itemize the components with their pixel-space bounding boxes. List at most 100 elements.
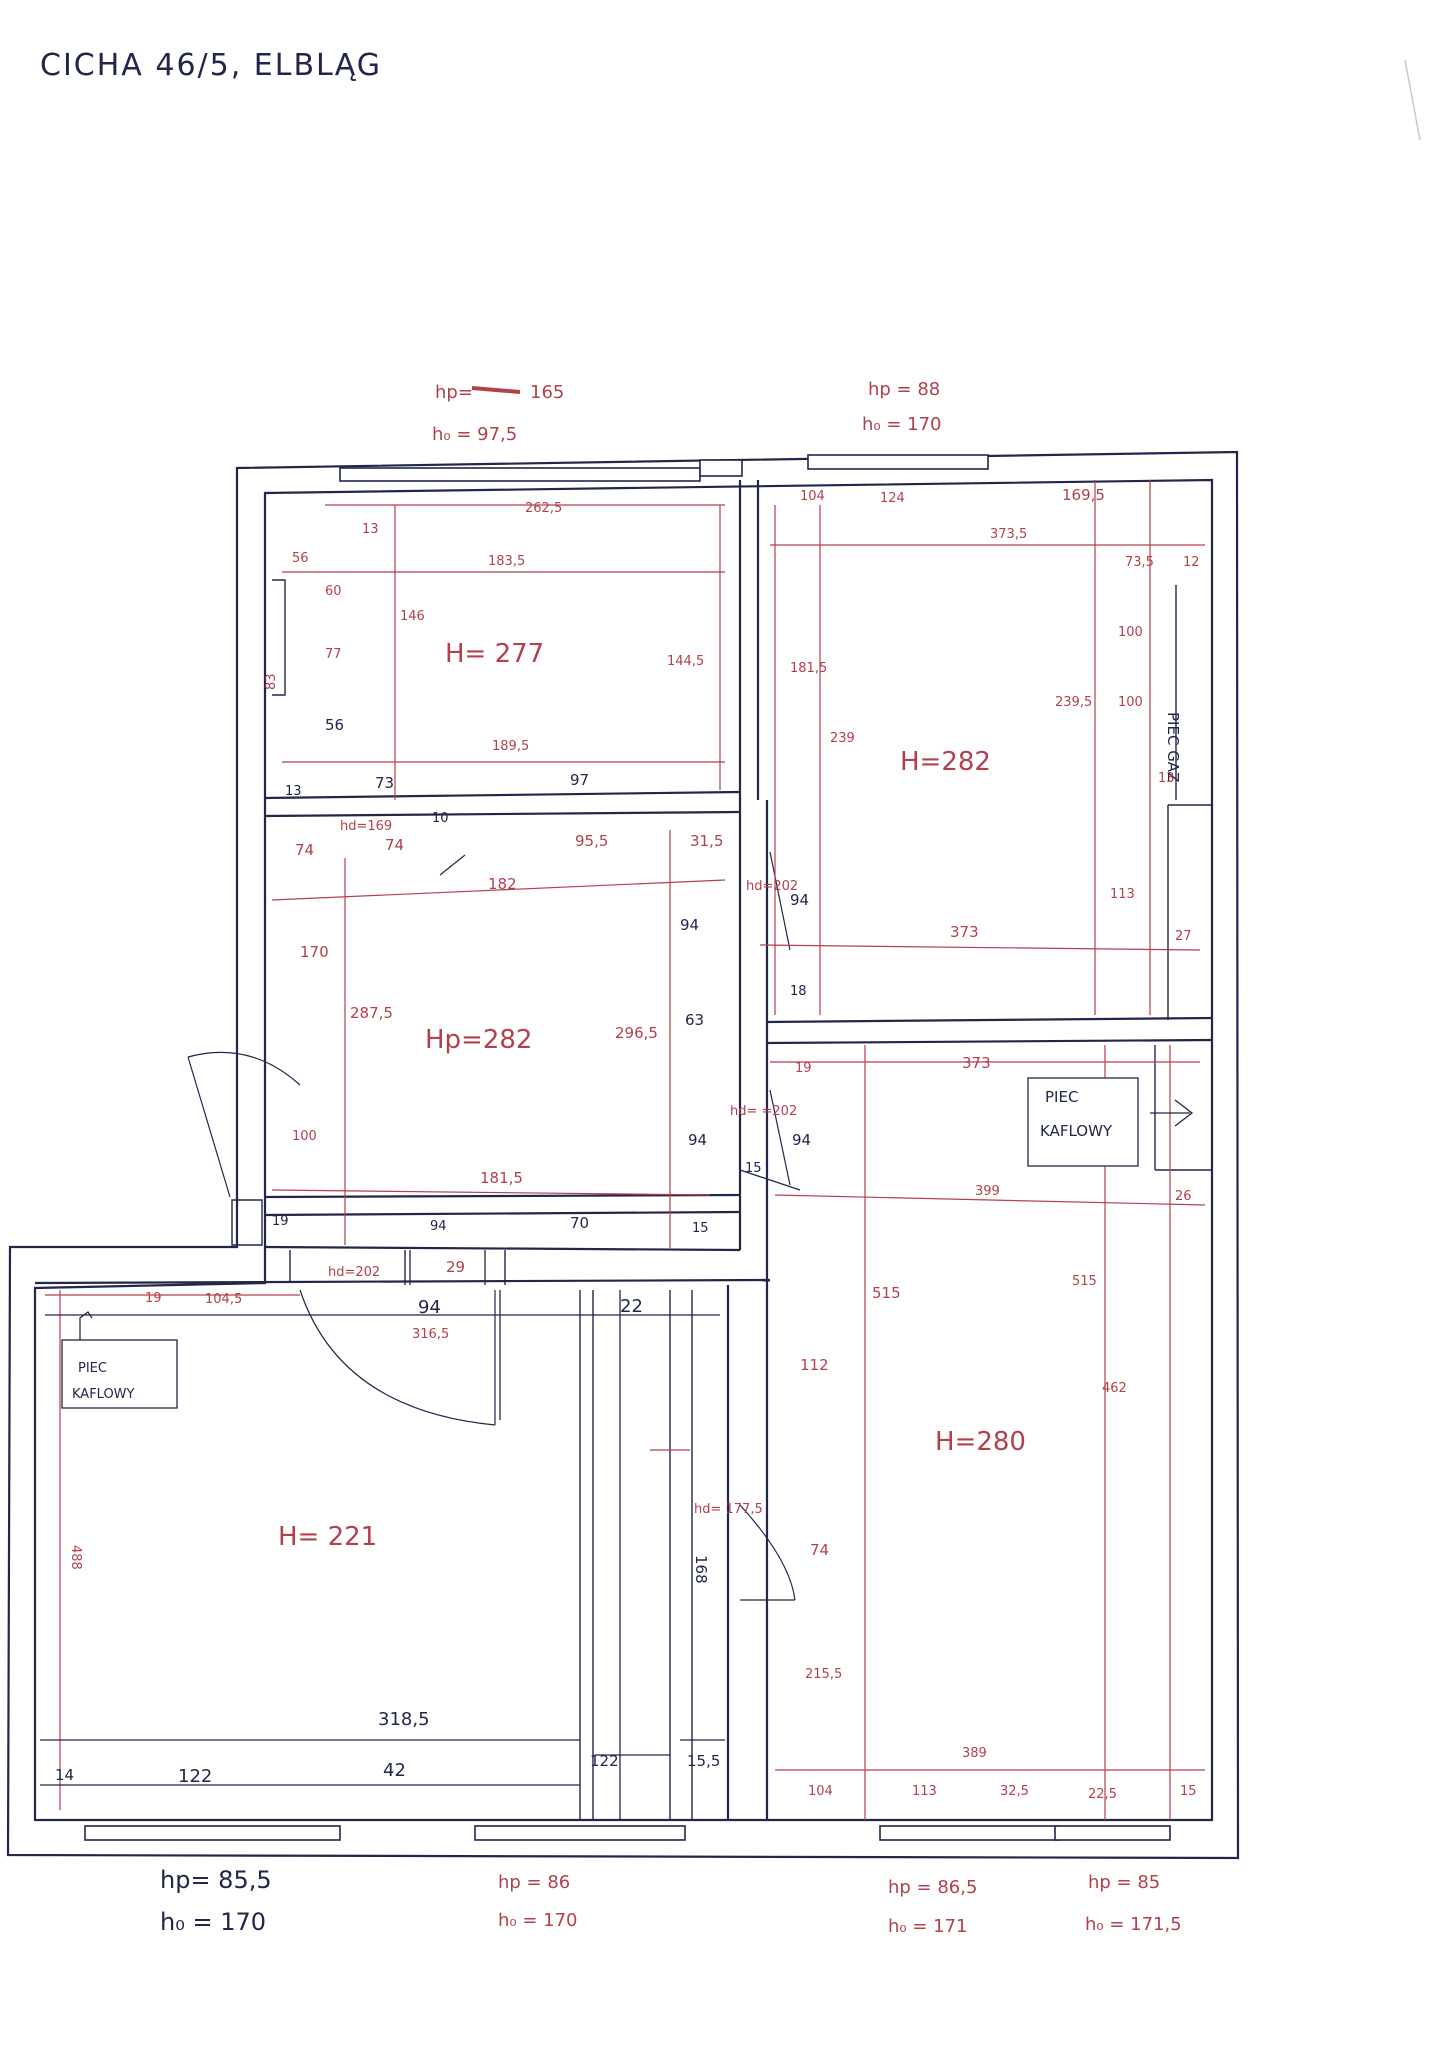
dim-label: 462 [1102,1381,1127,1396]
dim-label: 10 [432,811,449,826]
dim-label: 181,5 [480,1169,523,1187]
paper-smudge [1404,59,1421,141]
dim-label: 94 [790,891,809,909]
dim-label: 113 [1110,887,1135,902]
dim-label: hd=169 [340,819,392,834]
dim-label: 100 [1118,625,1143,640]
dim-label: 104 [800,489,825,504]
dim-label: 74 [810,1541,829,1559]
dims-bottom-left-room: hd=202 29 94 316,5 19 104,5 318,5 14 122… [55,1258,720,1787]
window-top-right-hp: hp = 88 [868,379,940,400]
dim-label: 181,5 [790,661,827,676]
dim-label: 27 [1175,929,1192,944]
dim-label: 73,5 [1125,555,1154,570]
window-bottom-2 [474,1825,686,1841]
stove-box-bottom-left [61,1339,178,1409]
dim-label: 515 [872,1284,901,1302]
dim-label: 262,5 [525,501,562,516]
dim-label: 56 [292,551,309,566]
dim-label: 112 [800,1356,829,1374]
dim-label: 170 [300,943,329,961]
window-bottom-1-hp: hp= 85,5 [160,1866,272,1894]
stove-label-top-right: PIEC GAZ [1164,712,1182,782]
dim-label: 14 [55,1766,74,1784]
dim-label: 15,5 [687,1752,720,1770]
dim-label: 316,5 [412,1327,449,1342]
dim-label: 94 [792,1131,811,1149]
dim-label: 239,5 [1055,695,1092,710]
dim-label: 83 [264,673,279,690]
window-bottom-3 [879,1825,1061,1841]
dim-label: 169,5 [1062,486,1105,504]
dim-label: 13 [285,784,302,799]
dim-label: 74 [295,841,314,859]
window-bottom-2-hp: hp = 86 [498,1872,570,1893]
dim-label: 122 [590,1752,619,1770]
dim-label: 515 [1072,1274,1097,1289]
dim-label: 94 [430,1219,447,1234]
window-top-left [339,467,701,482]
window-bottom-4-hp: hp = 85 [1088,1872,1160,1893]
dim-label: 488 [68,1545,83,1570]
window-bottom-2-ho: h₀ = 170 [498,1910,578,1931]
dim-label: 19 [272,1214,289,1229]
stove-label-bottom-left-1: PIEC [78,1361,107,1376]
dim-label: 104,5 [205,1292,242,1307]
dim-label: hd= 177,5 [694,1502,763,1517]
stove-label-bottom-left-2: KAFLOWY [72,1387,135,1402]
dim-label: 94 [688,1131,707,1149]
dim-label: 97 [570,771,589,789]
window-bottom-4 [1054,1825,1171,1841]
dim-label: 63 [685,1011,704,1029]
dims-top-right-room: 104 124 169,5 373,5 73,5 12 181,5 239 23… [790,486,1200,999]
dim-label: 95,5 [575,832,608,850]
dim-label: 100 [292,1129,317,1144]
dim-label: 19 [145,1291,162,1306]
dim-label: 399 [975,1184,1000,1199]
stove-label-right-1: PIEC [1045,1088,1078,1106]
dims-right-big-room: 373 19 399 26 515 515 462 112 74 215,5 3… [694,1054,1197,1802]
dim-label: hd= =202 [730,1104,797,1119]
dim-label: 15 [692,1221,709,1236]
dim-label: 287,5 [350,1004,393,1022]
dim-label: 239 [830,731,855,746]
window-bottom-4-ho: h₀ = 171,5 [1085,1914,1182,1935]
window-top-left-ho: h₀ = 97,5 [432,424,517,445]
dim-label: 77 [325,647,342,662]
dim-label: hd=202 [746,879,798,894]
window-bottom-3-ho: h₀ = 171 [888,1916,968,1937]
dim-label: 15 [1180,1784,1197,1799]
dim-label: 100 [1118,695,1143,710]
room-height-right-big: H=280 [935,1427,1026,1457]
dim-label: 13 [362,522,379,537]
dim-label: 19 [795,1061,812,1076]
dim-label: 215,5 [805,1667,842,1682]
dim-label: 183,5 [488,554,525,569]
dim-label: 60 [325,584,342,599]
dim-label: 56 [325,716,344,734]
address-title: CICHA 46/5, ELBLĄG [40,48,382,83]
room-height-top-left: H= 277 [445,639,544,669]
dim-label: hd=202 [328,1265,380,1280]
dim-label: 113 [912,1784,937,1799]
dim-label: 32,5 [1000,1784,1029,1799]
dim-label: 18 [790,984,807,999]
dim-label: 26 [1175,1189,1192,1204]
stove-arrow-up-icon [79,1311,93,1340]
dim-label: 13 [1158,771,1175,786]
dim-label: 70 [570,1214,589,1232]
window-top-left-hp-label: hp= [435,382,473,403]
dim-label: 318,5 [378,1709,430,1730]
stove-labels: PIEC GAZ PIEC KAFLOWY PIEC KAFLOWY [72,712,1182,1402]
dim-label: 373 [950,923,979,941]
dim-label: 29 [446,1258,465,1276]
dim-label: 31,5 [690,832,723,850]
dim-label: 373,5 [990,527,1027,542]
dim-label: 122 [178,1766,212,1787]
dims-top-left-room: 262,5 183,5 189,5 146 144,5 13 56 60 77 … [264,501,704,826]
window-top-right-ho: h₀ = 170 [862,414,942,435]
dim-label: 94 [418,1297,441,1318]
stove-arrow-icon [1150,1099,1194,1127]
door-swings [187,851,796,1601]
